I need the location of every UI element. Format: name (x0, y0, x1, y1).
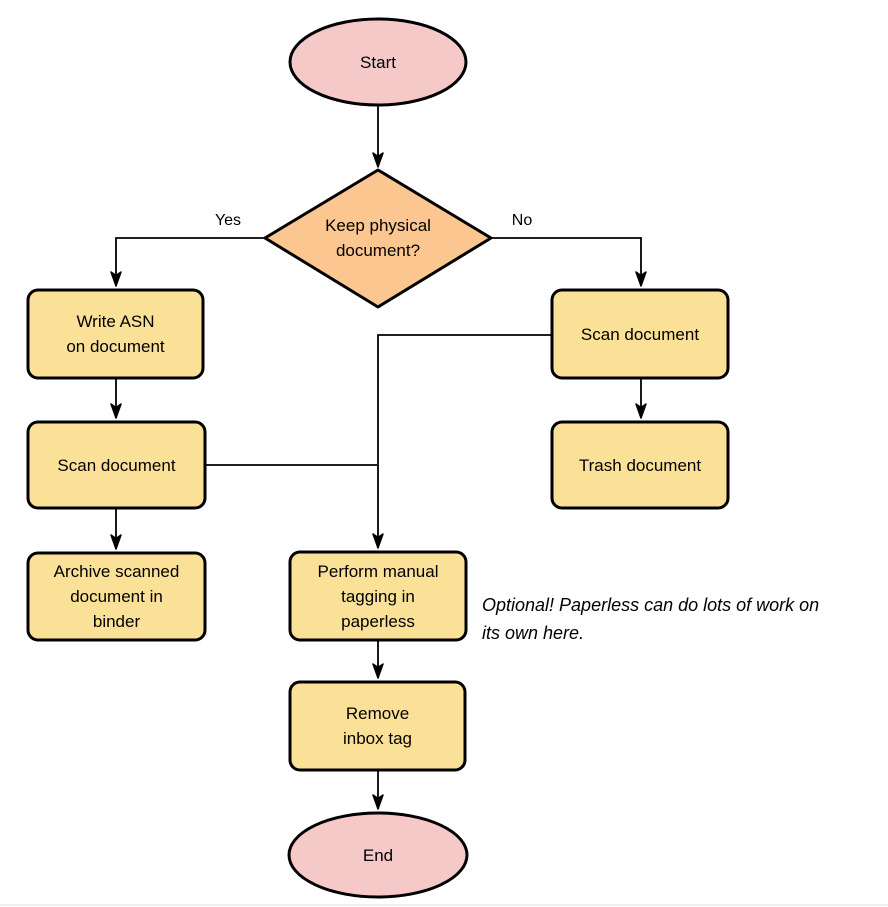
process-box-write-asn (26, 288, 205, 380)
optional-annotation: Optional! Paperless can do lots of work … (482, 595, 820, 643)
edge-scan-right-to-tagging (372, 334, 552, 549)
process-box-scan-left (26, 420, 207, 510)
edge-decision-yes-to-write-asn (110, 237, 265, 287)
decision-diamond (263, 168, 493, 309)
process-box-tagging (288, 550, 468, 642)
start-ellipse (288, 17, 468, 107)
process-box-remove-inbox (288, 680, 467, 772)
page-bottom-divider (0, 904, 888, 906)
edge-decision-no-to-scan-right (491, 237, 647, 287)
end-ellipse (287, 811, 469, 899)
process-box-trash (550, 420, 730, 510)
process-box-archive (26, 551, 207, 642)
process-box-scan-right (550, 288, 730, 380)
